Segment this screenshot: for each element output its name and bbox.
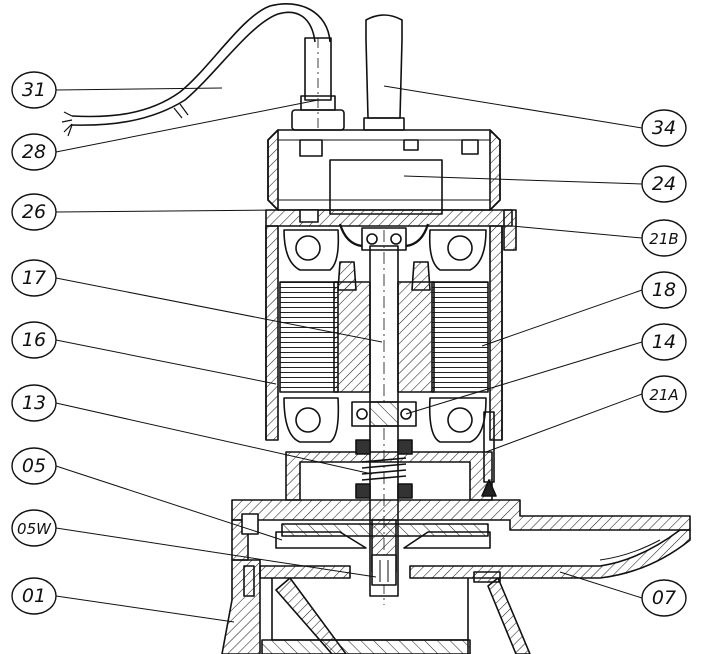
callout-bubble <box>11 133 57 171</box>
callout-number: 18 <box>652 279 676 301</box>
callout-number: 24 <box>652 173 676 195</box>
leader-line-05w <box>55 527 377 578</box>
callout-13: 13 <box>11 384 57 422</box>
callout-number: 16 <box>22 329 46 351</box>
callout-31: 31 <box>11 71 57 109</box>
callout-bubble <box>11 384 57 422</box>
motor-top-cover <box>267 129 501 215</box>
leader-line-21a <box>485 393 643 453</box>
callout-number: 14 <box>652 331 676 353</box>
leader-line-14 <box>405 341 643 415</box>
callout-bubble <box>641 375 687 413</box>
cable-gland <box>291 37 345 131</box>
callout-01: 01 <box>11 577 57 615</box>
callout-number: 05W <box>17 520 52 538</box>
callout-21a: 21A <box>641 375 687 413</box>
leader-line-07 <box>559 571 643 599</box>
callout-bubble <box>11 447 57 485</box>
callout-bubble <box>641 109 687 147</box>
leader-line-13 <box>55 402 373 475</box>
leader-line-17 <box>55 277 383 343</box>
callout-bubble <box>11 321 57 359</box>
leader-line-05 <box>55 465 283 541</box>
leader-line-34 <box>383 85 643 129</box>
leader-line-28 <box>55 99 319 153</box>
callout-28: 28 <box>11 133 57 171</box>
motor-housing <box>265 225 503 441</box>
callout-bubble <box>11 577 57 615</box>
callout-18: 18 <box>641 271 687 309</box>
callout-bubble <box>641 271 687 309</box>
leader-line-24 <box>403 175 643 185</box>
power-cable <box>61 2 331 137</box>
callout-bubble <box>641 165 687 203</box>
callout-16: 16 <box>11 321 57 359</box>
volute-outlet <box>409 529 691 579</box>
leader-line-21b <box>511 225 643 239</box>
leader-line-01 <box>55 595 235 623</box>
callout-bubble <box>11 193 57 231</box>
callout-number: 05 <box>22 455 46 477</box>
callout-number: 34 <box>652 117 676 139</box>
callout-05w: 05W <box>11 509 57 547</box>
leader-line-18 <box>481 289 643 347</box>
callout-number: 28 <box>22 141 46 163</box>
callout-07: 07 <box>641 579 687 617</box>
callout-number: 07 <box>652 587 676 609</box>
callout-26: 26 <box>11 193 57 231</box>
handle <box>363 14 405 131</box>
drawing-geometry <box>61 2 691 654</box>
callout-bubble <box>11 71 57 109</box>
callout-bubble <box>11 259 57 297</box>
callout-24: 24 <box>641 165 687 203</box>
leader-line-26 <box>55 209 277 213</box>
stator-laminations <box>279 281 489 393</box>
callout-bubble <box>641 219 687 257</box>
rotor <box>333 281 435 393</box>
callout-bubble <box>11 509 57 547</box>
callout-number: 13 <box>22 392 46 414</box>
leader-line-16 <box>55 339 277 385</box>
callout-17: 17 <box>11 259 57 297</box>
callout-number: 17 <box>22 267 46 289</box>
callout-05: 05 <box>11 447 57 485</box>
pump-base <box>221 559 531 654</box>
callout-21b: 21B <box>641 219 687 257</box>
leader-line-31 <box>55 87 223 91</box>
callout-labels: 31 28 26 17 16 13 05 05W 01 34 24 21B 18 14 21A 07 <box>11 71 687 617</box>
callout-number: 21B <box>649 230 678 248</box>
callout-number: 01 <box>22 585 46 607</box>
lower-bearing <box>351 401 417 427</box>
capacitor-box <box>329 159 443 215</box>
callout-number: 26 <box>22 201 46 223</box>
callout-bubble <box>641 579 687 617</box>
callout-number: 31 <box>22 79 46 101</box>
impeller <box>275 519 491 586</box>
callout-34: 34 <box>641 109 687 147</box>
callout-bubble <box>641 323 687 361</box>
callout-number: 21A <box>649 386 678 404</box>
callout-14: 14 <box>641 323 687 361</box>
leader-lines <box>55 85 643 623</box>
